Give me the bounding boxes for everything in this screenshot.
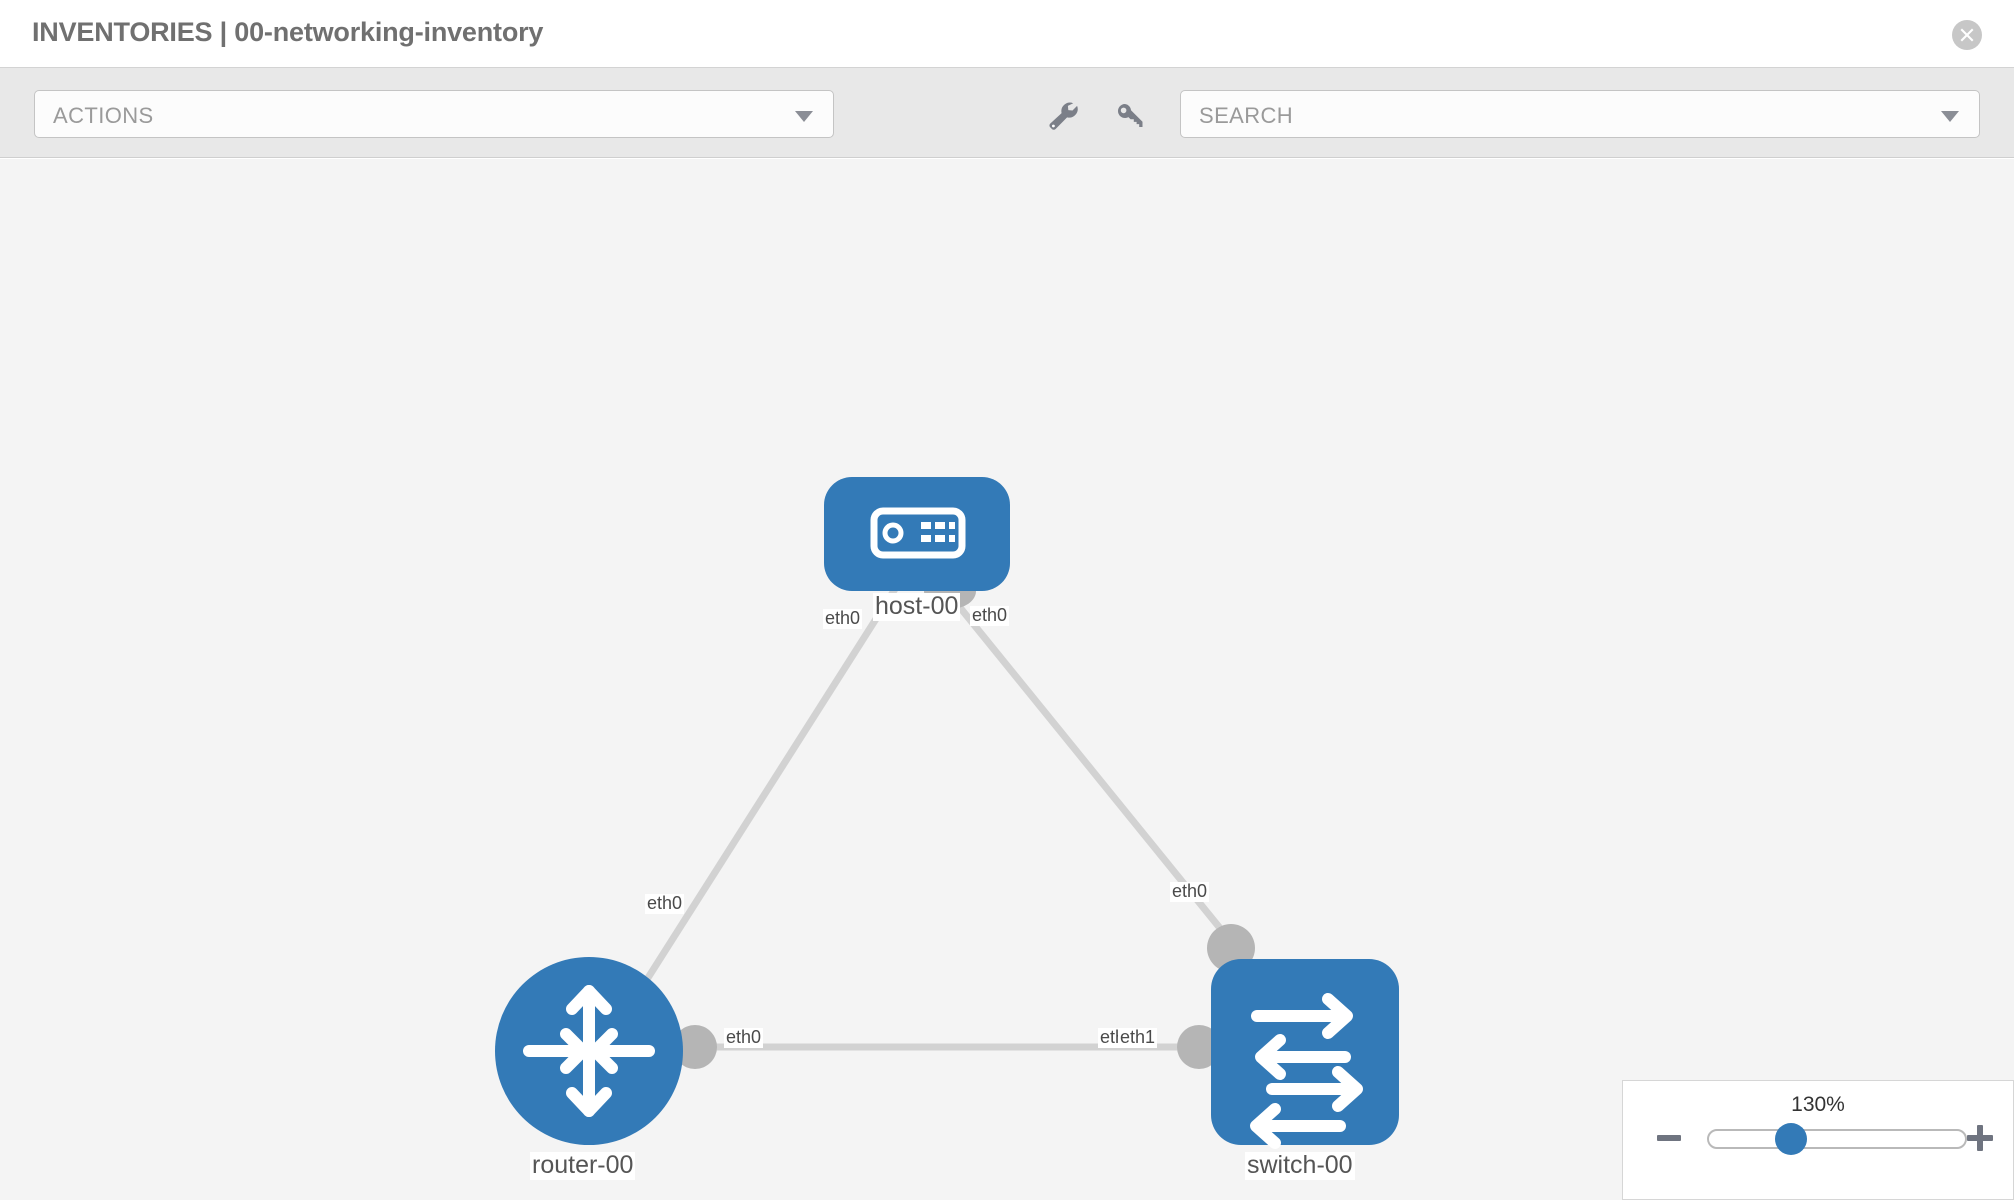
page-title: INVENTORIES | 00-networking-inventory bbox=[32, 17, 544, 47]
connector-router-east[interactable] bbox=[673, 1025, 717, 1069]
zoom-slider-thumb[interactable] bbox=[1775, 1123, 1807, 1155]
node-label-router-00: router-00 bbox=[530, 1151, 636, 1180]
iface-label-switch-west-eth1: eth1 bbox=[1118, 1027, 1158, 1048]
iface-label-host-west: eth0 bbox=[823, 608, 863, 629]
chevron-down-icon bbox=[795, 111, 813, 122]
node-router-00[interactable] bbox=[495, 957, 683, 1145]
zoom-slider-track[interactable] bbox=[1707, 1129, 1967, 1149]
search-placeholder: SEARCH bbox=[1199, 103, 1294, 128]
search-input[interactable]: SEARCH bbox=[1180, 90, 1980, 138]
wrench-icon[interactable] bbox=[1046, 100, 1080, 130]
actions-dropdown-label: ACTIONS bbox=[53, 103, 154, 128]
node-host-00[interactable] bbox=[824, 477, 1010, 591]
iface-label-host-east: eth0 bbox=[970, 605, 1010, 626]
switch-arrows-icon bbox=[1250, 993, 1363, 1149]
iface-label-switch-north: eth0 bbox=[1170, 881, 1210, 902]
close-icon[interactable] bbox=[1952, 20, 1982, 50]
key-icon[interactable] bbox=[1113, 100, 1147, 130]
node-label-host-00: host-00 bbox=[873, 592, 961, 621]
zoom-out-button[interactable] bbox=[1655, 1123, 1685, 1153]
node-switch-00[interactable] bbox=[1211, 959, 1399, 1149]
node-label-switch-00: switch-00 bbox=[1245, 1151, 1355, 1180]
chevron-down-icon[interactable] bbox=[1941, 111, 1959, 122]
toolbar: ACTIONS SEARCH bbox=[0, 68, 2014, 158]
router-arrows-icon bbox=[523, 985, 655, 1117]
link-host-switch[interactable] bbox=[942, 586, 1248, 962]
server-icon bbox=[870, 507, 966, 559]
zoom-in-button[interactable] bbox=[1965, 1123, 1995, 1153]
actions-dropdown[interactable]: ACTIONS bbox=[34, 90, 834, 138]
connector-switch-west-bottom[interactable] bbox=[1177, 1025, 1221, 1069]
iface-label-router-east: eth0 bbox=[724, 1027, 764, 1048]
zoom-level-value: 130% bbox=[1791, 1093, 1845, 1116]
topology-canvas[interactable]: host-00 router-00 switch-00 eth0 eth0 et… bbox=[0, 159, 2014, 1200]
topology-graph bbox=[495, 477, 1399, 1149]
link-router-host[interactable] bbox=[622, 587, 898, 1016]
page-header: INVENTORIES | 00-networking-inventory bbox=[0, 0, 2014, 68]
iface-label-router-north: eth0 bbox=[645, 893, 685, 914]
zoom-control: 130% bbox=[1622, 1080, 2014, 1200]
